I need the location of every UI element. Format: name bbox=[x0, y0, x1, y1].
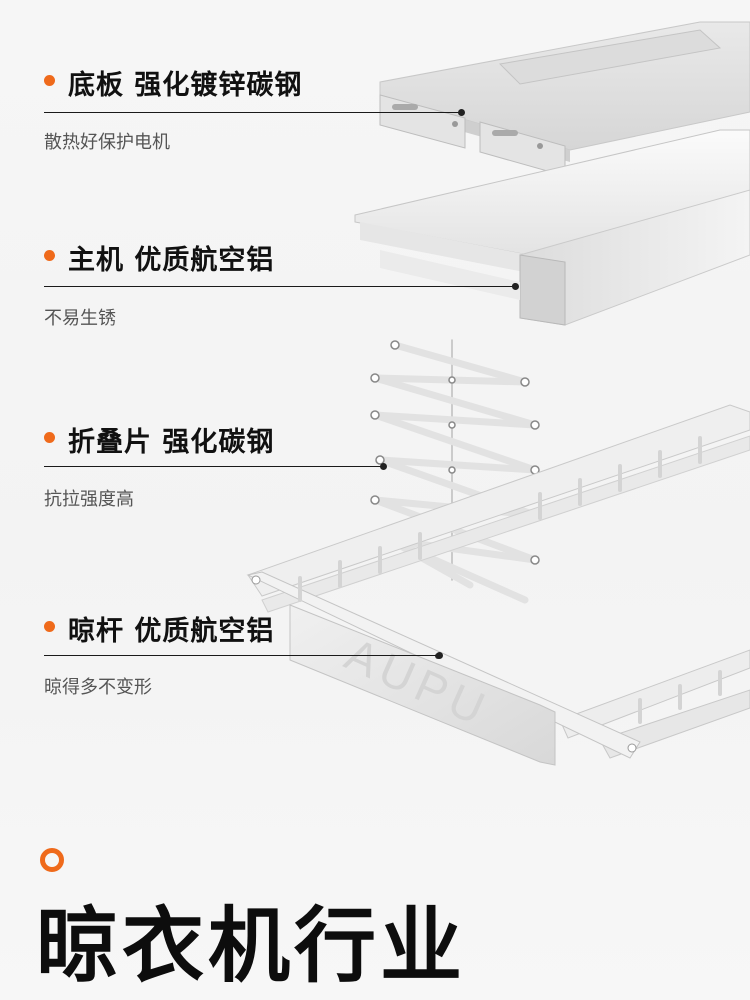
feature-subtitle: 散热好保护电机 bbox=[44, 132, 170, 153]
feature-title: 晾杆 优质航空铝 bbox=[68, 616, 275, 647]
main-housing bbox=[354, 129, 750, 326]
bullet-dot-icon bbox=[44, 432, 55, 443]
section-title: 晾衣机行业 bbox=[36, 899, 467, 994]
feature-title: 折叠片 强化碳钢 bbox=[68, 427, 275, 458]
callout-end-dot-icon bbox=[458, 109, 465, 116]
feature-subtitle: 不易生锈 bbox=[44, 308, 116, 329]
callout-end-dot-icon bbox=[436, 652, 443, 659]
feature-title: 主机 优质航空铝 bbox=[68, 245, 275, 276]
callout-line bbox=[44, 286, 516, 287]
callout-line bbox=[44, 466, 384, 467]
callout-end-dot-icon bbox=[512, 283, 519, 290]
feature-subtitle: 抗拉强度高 bbox=[44, 489, 134, 510]
feature-subtitle: 晾得多不变形 bbox=[44, 677, 152, 698]
callout-line bbox=[44, 655, 440, 656]
bullet-dot-icon bbox=[44, 250, 55, 261]
base-plate bbox=[379, 21, 750, 177]
bullet-dot-icon bbox=[44, 75, 55, 86]
callout-line bbox=[44, 112, 462, 113]
callout-end-dot-icon bbox=[380, 463, 387, 470]
bullet-dot-icon bbox=[44, 621, 55, 632]
section-ring-icon bbox=[40, 848, 64, 872]
folding-arms bbox=[370, 339, 540, 604]
feature-title: 底板 强化镀锌碳钢 bbox=[68, 70, 303, 101]
